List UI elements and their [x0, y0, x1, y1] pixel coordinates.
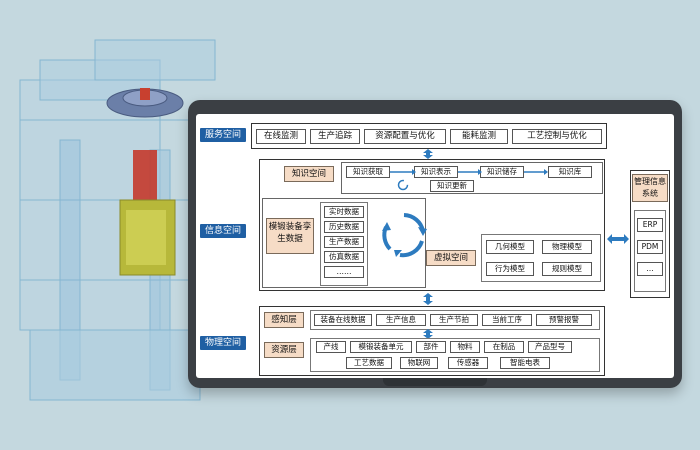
perception-item: 装备在线数据 [314, 314, 372, 326]
twin-data-item: 生产数据 [324, 236, 364, 248]
service-item: 资源配置与优化 [364, 129, 446, 144]
mis-item: PDM [637, 240, 663, 254]
flow-arrows [390, 169, 548, 175]
knowledge-item: 知识库 [548, 166, 592, 178]
perception-layer-label: 感知层 [264, 312, 304, 328]
knowledge-item: 知识获取 [346, 166, 390, 178]
virtual-model: 行为模型 [486, 262, 534, 276]
mis-label: 管理信息系统 [632, 174, 668, 202]
twin-data-item: 历史数据 [324, 221, 364, 233]
info-layer-label: 信息空间 [200, 224, 246, 238]
mis-label-text: 管理信息系统 [634, 177, 666, 198]
service-item: 生产追踪 [310, 129, 360, 144]
knowledge-item: 知识储存 [480, 166, 524, 178]
resource-item: 产品型号 [528, 341, 572, 353]
resource-item: 模锻装备单元 [350, 341, 412, 353]
horizontal-bidirectional-arrow-icon [607, 234, 629, 244]
perception-item: 预警报警 [536, 314, 592, 326]
perception-item: 生产节拍 [430, 314, 478, 326]
twin-data-item: 实时数据 [324, 206, 364, 218]
resource-item: 传感器 [448, 357, 488, 369]
perception-item: 当前工序 [482, 314, 532, 326]
perception-item: 生产信息 [376, 314, 426, 326]
bidirectional-arrow-icon [423, 329, 433, 339]
knowledge-item: 知识表示 [414, 166, 458, 178]
mis-item: ERP [637, 218, 663, 232]
mis-item: … [637, 262, 663, 276]
virtual-model: 几何模型 [486, 240, 534, 254]
resource-layer-label: 资源层 [264, 342, 304, 358]
virtual-model: 规则模型 [542, 262, 592, 276]
monitor-frame: 服务空间 在线监测 生产追踪 资源配置与优化 能耗监测 工艺控制与优化 信息空间… [188, 100, 682, 388]
resource-item: 部件 [416, 341, 446, 353]
twin-data-item: 仿真数据 [324, 251, 364, 263]
resource-item: 产线 [316, 341, 346, 353]
monitor-stand [383, 378, 487, 386]
service-item: 能耗监测 [450, 129, 508, 144]
refresh-icon [397, 179, 409, 191]
knowledge-space-label: 知识空间 [284, 166, 334, 182]
service-layer-label: 服务空间 [200, 128, 246, 142]
resource-item: 物料 [450, 341, 480, 353]
physical-layer-label: 物理空间 [200, 336, 246, 350]
bidirectional-arrow-icon [423, 293, 433, 305]
service-item: 在线监测 [256, 129, 306, 144]
twin-data-label-text: 模锻装备孪生数据 [268, 222, 312, 244]
architecture-diagram: 服务空间 在线监测 生产追踪 资源配置与优化 能耗监测 工艺控制与优化 信息空间… [196, 114, 674, 378]
resource-item: 工艺数据 [346, 357, 392, 369]
resource-item: 智能电表 [500, 357, 550, 369]
resource-item: 物联网 [400, 357, 438, 369]
bidirectional-arrow-icon [423, 149, 433, 159]
virtual-model: 物理模型 [542, 240, 592, 254]
twin-data-item: …… [324, 266, 364, 278]
knowledge-item: 知识更新 [430, 180, 474, 192]
virtual-space-label: 虚拟空间 [426, 250, 476, 266]
cycle-arrows-icon [382, 213, 427, 258]
resource-item: 在制品 [484, 341, 524, 353]
service-item: 工艺控制与优化 [512, 129, 602, 144]
twin-data-label: 模锻装备孪生数据 [266, 218, 314, 254]
